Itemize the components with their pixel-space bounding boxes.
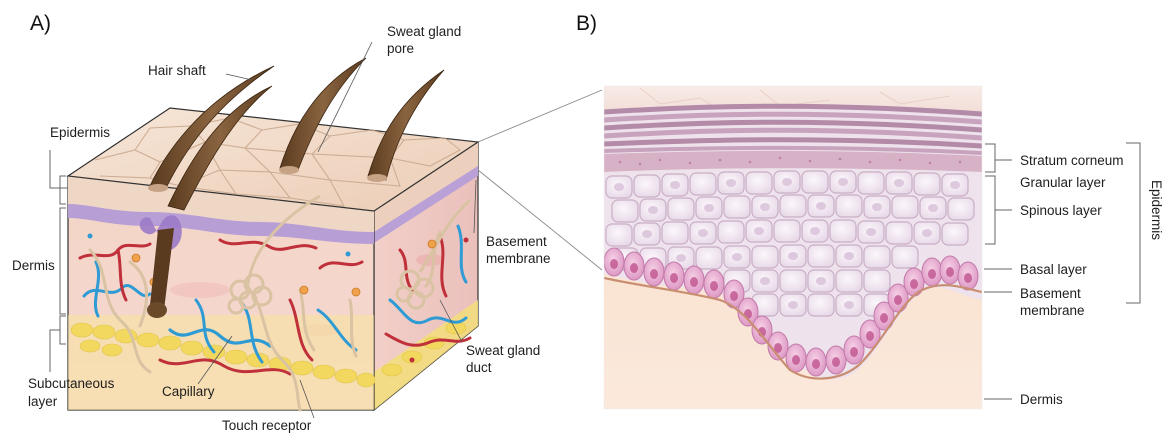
label-subcutaneous-1: Subcutaneous: [28, 376, 114, 392]
label-epidermis-a: Epidermis: [50, 125, 110, 141]
label-subcutaneous-2: layer: [28, 394, 57, 410]
label-basement-membrane-b-1: Basement: [1020, 286, 1081, 302]
label-touch-receptor: Touch receptor: [222, 418, 311, 434]
label-basement-membrane-a-2: membrane: [486, 251, 551, 267]
label-sweat-gland-duct-2: duct: [466, 360, 492, 376]
label-sweat-gland-pore-1: Sweat gland: [387, 24, 461, 40]
panel-b-label: B): [576, 12, 597, 36]
label-basal-layer: Basal layer: [1020, 262, 1087, 278]
label-sweat-gland-duct-1: Sweat gland: [466, 343, 540, 359]
label-dermis-b: Dermis: [1020, 392, 1063, 408]
label-spinous-layer: Spinous layer: [1020, 203, 1102, 219]
label-hair-shaft: Hair shaft: [148, 63, 206, 79]
label-dermis-a: Dermis: [12, 258, 55, 274]
label-sweat-gland-pore-2: pore: [387, 41, 414, 57]
label-capillary: Capillary: [162, 384, 215, 400]
label-basement-membrane-a-1: Basement: [486, 234, 547, 250]
label-epidermis-b-vertical: Epidermis: [1148, 180, 1164, 240]
label-granular-layer: Granular layer: [1020, 175, 1106, 191]
panel-a-label: A): [30, 12, 51, 36]
label-stratum-corneum: Stratum corneum: [1020, 153, 1124, 169]
epidermis-cross-section: [604, 86, 982, 409]
label-basement-membrane-b-2: membrane: [1020, 303, 1085, 319]
